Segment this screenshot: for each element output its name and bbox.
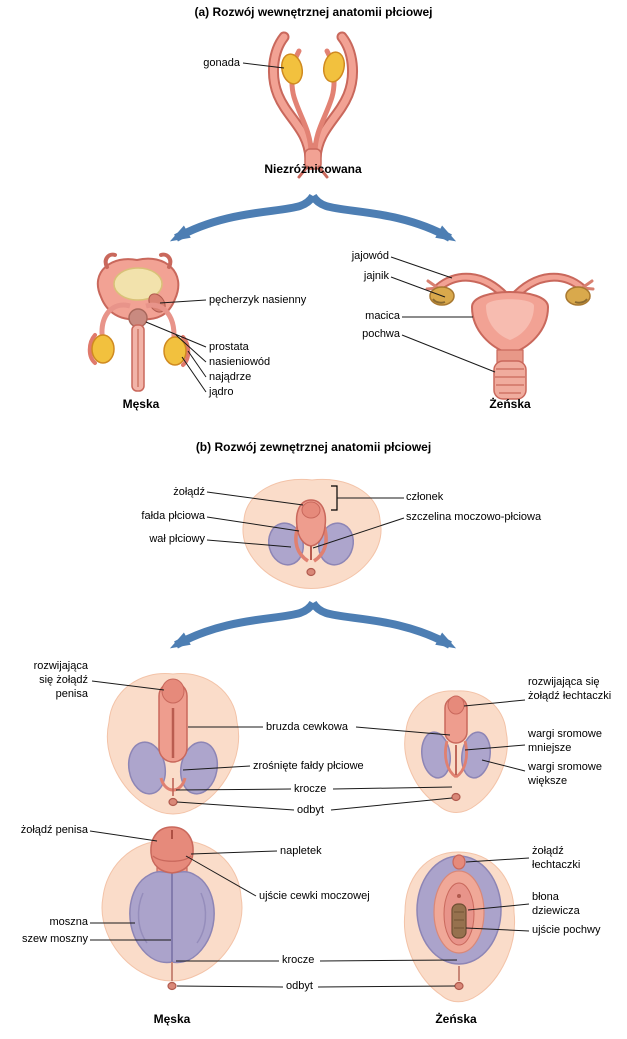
figure-external-undifferentiated (242, 478, 382, 589)
label-wal-plciowy: wał płciowy (149, 533, 205, 545)
label-zoladz-penisa: żołądź penisa (20, 824, 88, 836)
section-a-title: (a) Rozwój wewnętrznej anatomii płciowej (194, 5, 433, 19)
anus-undiff (306, 567, 316, 577)
label-jadro: jądro (209, 386, 234, 398)
label-moszna: moszna (49, 916, 88, 928)
label-jajnik: jajnik (363, 270, 389, 282)
vaginal-opening (451, 903, 467, 939)
label-undifferentiated: Niezróżnicowana (264, 162, 362, 176)
label-gonada: gonada (203, 57, 240, 69)
label-macica: macica (365, 310, 400, 322)
glans-penis (150, 826, 194, 874)
label-rozwijajaca-sie-zoladz-lechtaczki: rozwijająca się żołądź łechtaczki (528, 676, 612, 702)
anus-male-bottom (167, 981, 177, 991)
gonad-right (322, 51, 346, 83)
anus-female-bottom (454, 981, 464, 991)
label-zrosniete-faldy-plciowe: zrośnięte fałdy płciowe (253, 760, 364, 772)
label-pochwa: pochwa (362, 328, 400, 340)
figure-internal-female (425, 272, 595, 400)
label-blona-dziewicza: błona dziewicza (532, 891, 580, 917)
divergence-arrow-internal (169, 193, 457, 242)
label-odbyt-bottom: odbyt (286, 980, 313, 992)
section-b-title: (b) Rozwój zewnętrznej anatomii płciowej (195, 440, 432, 454)
figure-internal-undifferentiated (267, 31, 359, 179)
label-wargi-sromowe-mniejsze: wargi sromowe mniejsze (528, 728, 602, 754)
anus-male-mid (168, 797, 178, 807)
bladder (113, 267, 163, 301)
vagina (493, 360, 527, 400)
figure-external-female-mid (404, 690, 508, 813)
label-najadrze: najądrze (209, 371, 252, 383)
figure-internal-male (87, 252, 191, 392)
label-bruzda-cewkowa: bruzda cewkowa (266, 721, 348, 733)
label-jajowod: jajowód (351, 250, 389, 262)
figure-external-male-bottom (101, 826, 243, 991)
caption-zenska-internal: Żeńska (489, 397, 531, 411)
label-krocze-mid: krocze (294, 783, 327, 795)
label-odbyt-mid: odbyt (297, 804, 324, 816)
label-pecherzyk-nasienny: pęcherzyk nasienny (209, 294, 307, 306)
label-rozwijajaca-sie-zoladz-penisa: rozwijająca się żołądź penisa (33, 660, 88, 700)
caption-zenska-external: Żeńska (435, 1012, 477, 1026)
leader-lines (89, 62, 530, 988)
testis-right (163, 336, 187, 366)
testis-left (91, 334, 115, 364)
caption-meska-external: Męska (153, 1012, 191, 1026)
label-nasieniowod: nasieniowód (209, 356, 271, 368)
label-ujscie-pochwy: ujście pochwy (532, 924, 601, 936)
anus-female-mid (451, 792, 461, 802)
label-prostata: prostata (209, 341, 249, 353)
figure-external-female-bottom (403, 851, 516, 1003)
label-czlonek: członek (406, 491, 444, 503)
label-falda-plciowa: fałda płciowa (141, 510, 205, 522)
label-zoladz-lechtaczki: żołądź łechtaczki (532, 845, 581, 871)
divergence-arrow-external (169, 600, 457, 649)
label-szczelina-moczowo-plciowa: szczelina moczowo-płciowa (406, 511, 542, 523)
caption-meska-internal: Męska (122, 397, 160, 411)
label-zoladz: żołądź (173, 486, 205, 498)
label-wargi-sromowe-wieksze: wargi sromowe większe (528, 761, 602, 787)
glans-clitoris (452, 854, 466, 870)
gonad-left (280, 53, 304, 85)
label-ujscie-cewki-moczowej: ujście cewki moczowej (259, 890, 370, 902)
figure-external-male-mid (106, 673, 240, 815)
label-napletek: napletek (280, 845, 322, 857)
label-krocze-bottom: krocze (282, 954, 315, 966)
label-szew-moszny: szew moszny (21, 933, 88, 945)
